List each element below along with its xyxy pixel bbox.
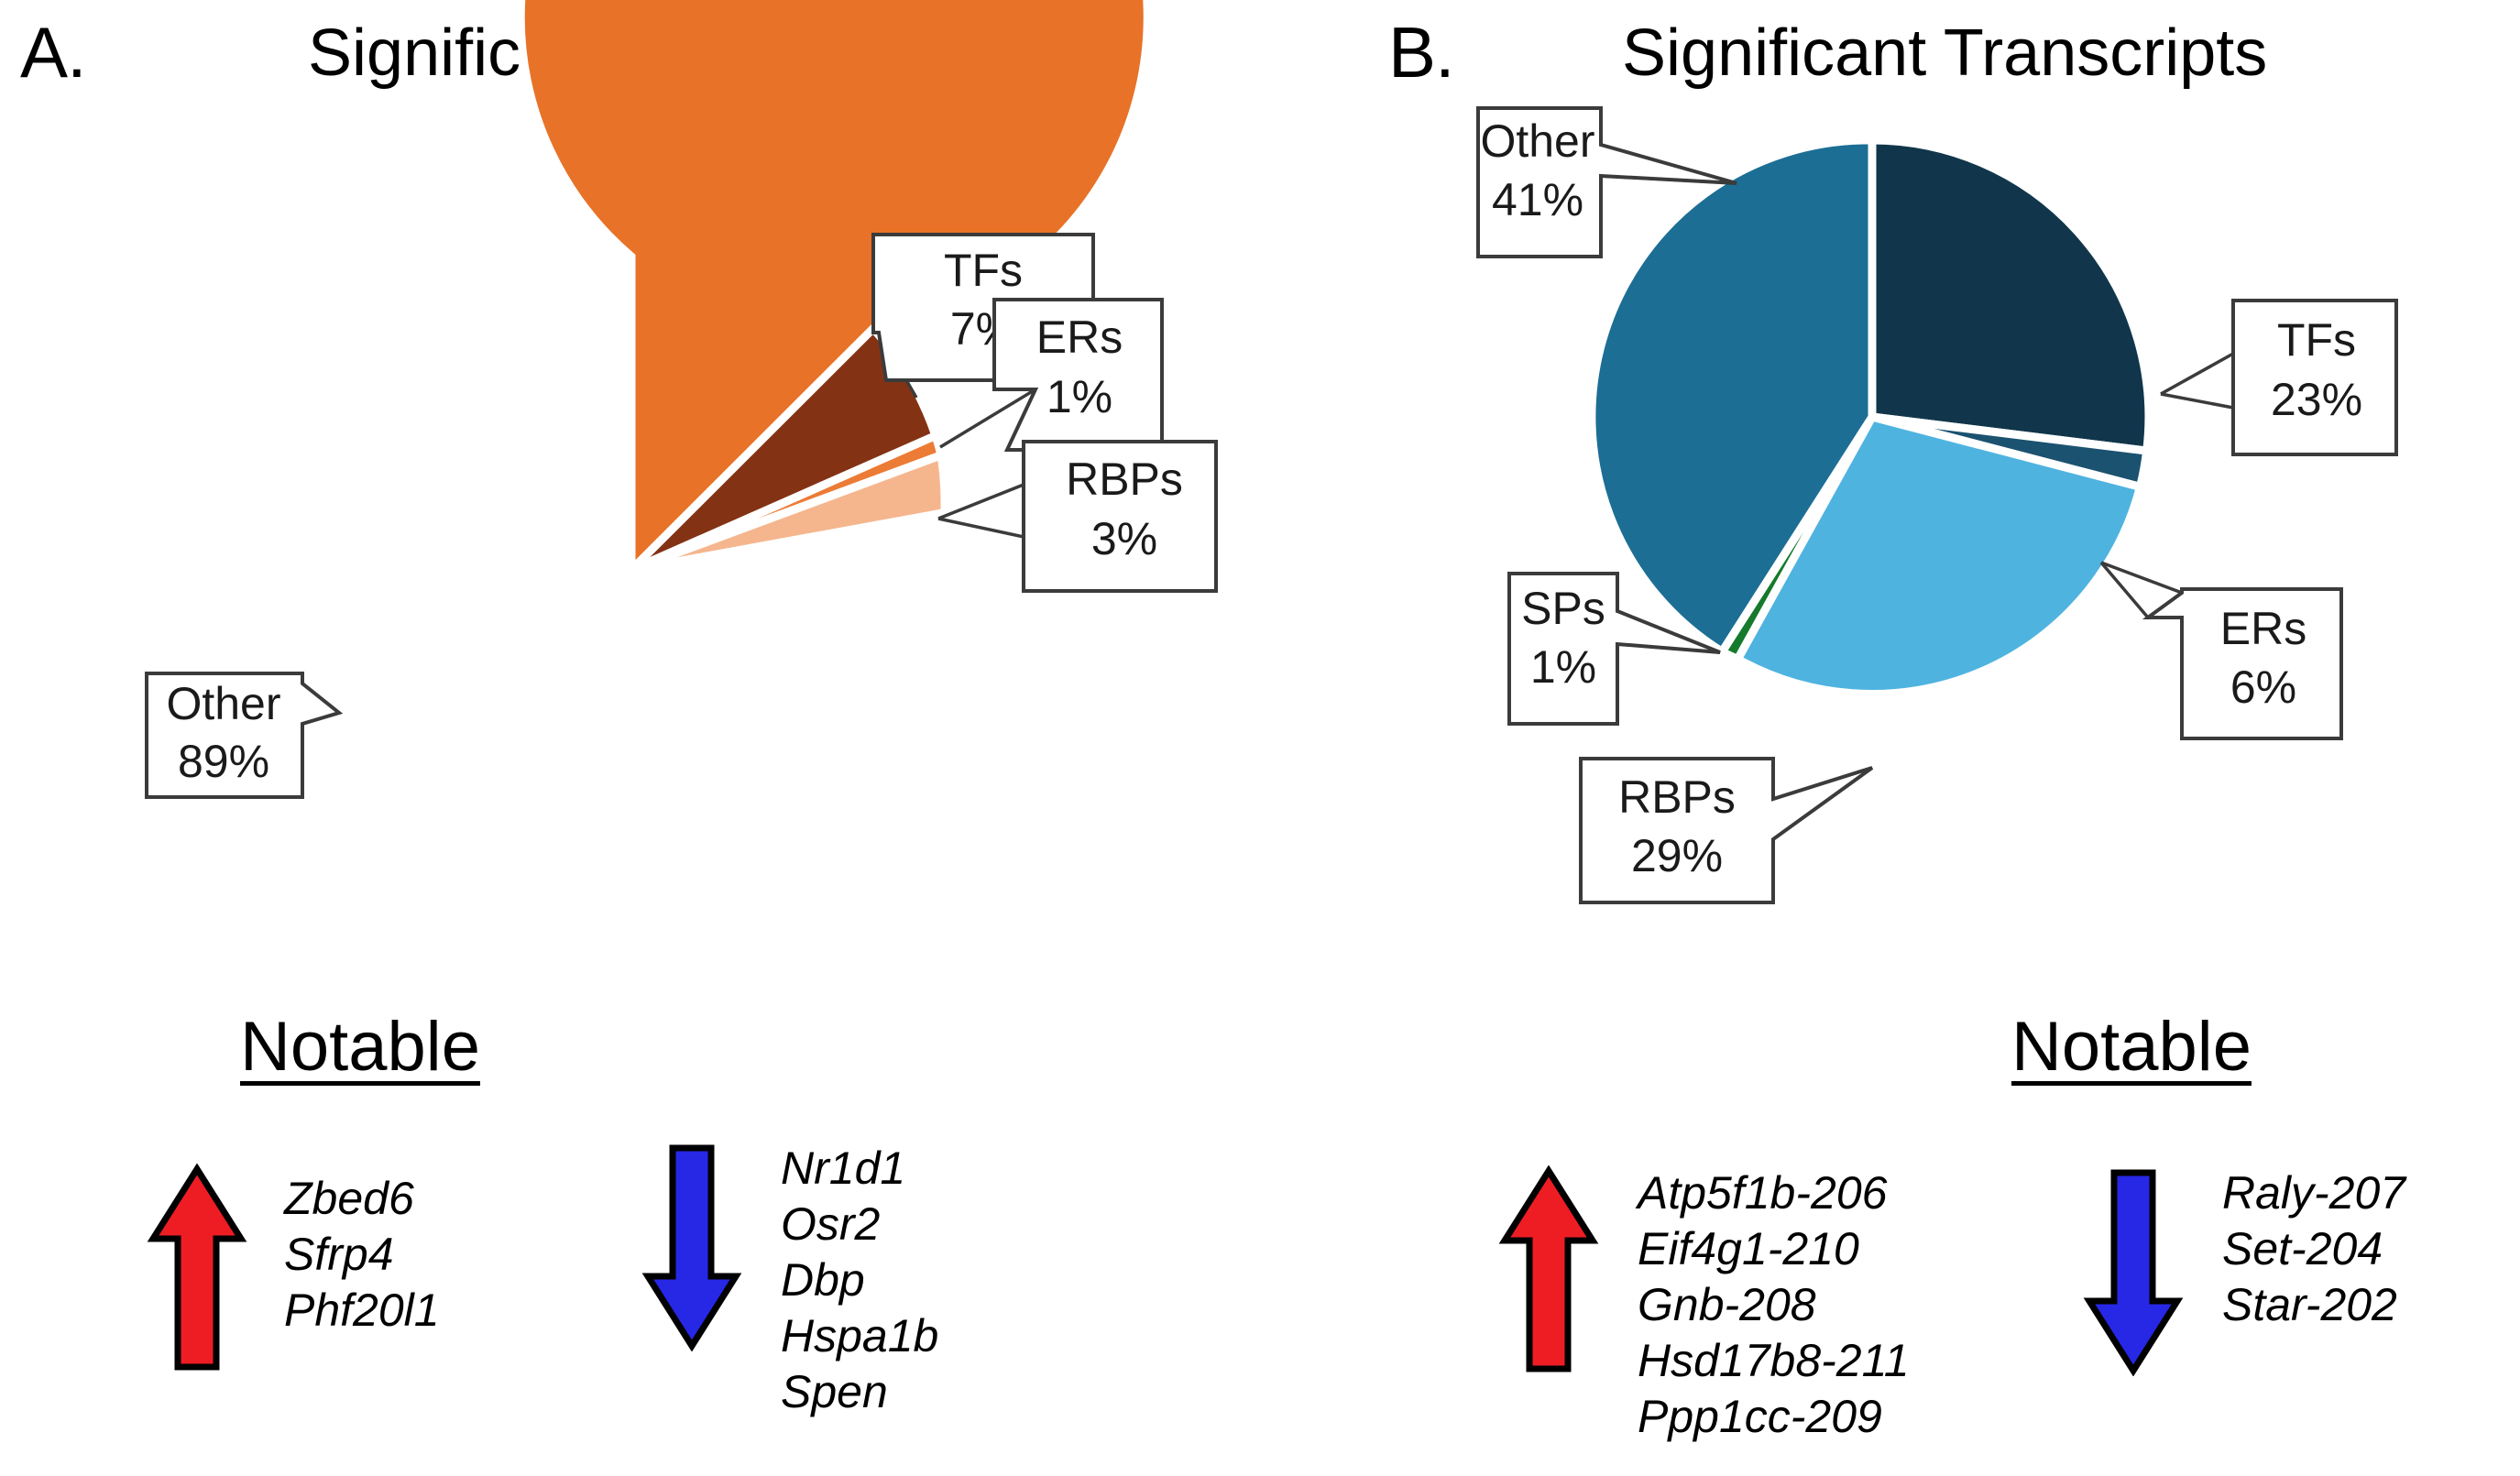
callout-ers-label: ERs — [2220, 603, 2306, 654]
callout-other-label: Other — [1480, 115, 1594, 167]
gene-item: Nr1d1 — [781, 1143, 906, 1194]
gene-item: Spen — [781, 1366, 888, 1417]
gene-item: Hspa1b — [781, 1310, 939, 1361]
gene-item: Ppp1cc-209 — [1638, 1391, 1882, 1442]
gene-item: Eif4g1-210 — [1638, 1223, 1859, 1274]
panel-title-transcripts: Significant Transcripts — [1622, 16, 2268, 90]
gene-item: Zbed6 — [284, 1173, 414, 1224]
gene-item: Sfrp4 — [284, 1229, 394, 1280]
upregulated-genes-group: Zbed6 Sfrp4 Phf20l1 — [147, 1163, 440, 1379]
up-arrow-genes-wrap — [147, 1163, 247, 1379]
gene-item: Osr2 — [781, 1198, 881, 1250]
callout-other-genes: Other 89% — [145, 672, 344, 799]
panel-letter-b: B. — [1388, 12, 1455, 93]
up-arrow-icon — [1498, 1164, 1599, 1372]
pie-chart-significant-transcripts: Other 41% TFs 23% ERs 6% SPs 1% — [1476, 106, 2398, 904]
callout-tfs-label: TFs — [2277, 314, 2356, 366]
panel-significant-genes: A. Significant Genes TFs 7% ERs 1% — [20, 0, 1218, 1420]
upregulated-transcript-list: Atp5f1b-206 Eif4g1-210 Gnb-208 Hsd17b8-2… — [1638, 1165, 1910, 1445]
callout-ers-value: 1% — [1046, 371, 1112, 422]
notable-heading-transcripts: Notable — [2011, 1008, 2252, 1086]
pie-chart-significant-genes: TFs 7% ERs 1% RBPs 3% Other 89% — [145, 0, 1218, 799]
up-arrow-transcripts-wrap — [1498, 1164, 1599, 1381]
pie-slice-other — [516, 0, 1152, 580]
callout-other-label: Other — [166, 678, 280, 729]
callout-rbps-genes: RBPs 3% — [937, 440, 1218, 593]
down-arrow-icon — [2083, 1169, 2184, 1377]
callout-sps-value: 1% — [1530, 641, 1596, 693]
callout-rbps-value: 3% — [1091, 513, 1157, 564]
gene-item: Phf20l1 — [284, 1285, 440, 1336]
panel-significant-transcripts: B. Significant Transcripts Other 41% — [1260, 0, 2520, 1476]
down-arrow-transcripts-wrap — [2083, 1165, 2184, 1381]
callout-tfs-transcripts: TFs 23% — [2160, 299, 2398, 456]
gene-item: Atp5f1b-206 — [1638, 1167, 1888, 1219]
gene-item: Gnb-208 — [1638, 1279, 1816, 1330]
callout-sps-transcripts: SPs 1% — [1507, 572, 1721, 726]
callout-other-value: 41% — [1492, 174, 1583, 225]
callout-other-value: 89% — [178, 736, 269, 787]
callout-tfs-label: TFs — [944, 245, 1023, 296]
gene-item: Star-202 — [2222, 1279, 2397, 1330]
callout-rbps-value: 29% — [1631, 830, 1723, 881]
callout-rbps-label: RBPs — [1066, 454, 1183, 505]
gene-item: Hsd17b8-211 — [1638, 1335, 1910, 1386]
gene-item: Raly-207 — [2222, 1167, 2406, 1219]
downregulated-gene-list: Nr1d1 Osr2 Dbp Hspa1b Spen — [781, 1141, 938, 1420]
downregulated-genes-group: Nr1d1 Osr2 Dbp Hspa1b Spen — [641, 1141, 938, 1420]
upregulated-transcripts-group: Atp5f1b-206 Eif4g1-210 Gnb-208 Hsd17b8-2… — [1498, 1164, 1910, 1445]
downregulated-transcript-list: Raly-207 Set-204 Star-202 — [2222, 1165, 2405, 1333]
upregulated-gene-list: Zbed6 Sfrp4 Phf20l1 — [284, 1164, 440, 1339]
pie-slice-rbps — [630, 449, 949, 574]
callout-ers-genes: ERs 1% — [939, 298, 1164, 452]
callout-tfs-value: 23% — [2271, 374, 2362, 425]
callout-ers-value: 6% — [2230, 661, 2296, 713]
pie-slices-transcripts — [1587, 136, 2153, 699]
panel-letter-a: A. — [20, 12, 87, 93]
gene-item: Set-204 — [2222, 1223, 2383, 1274]
notable-heading-genes: Notable — [240, 1008, 480, 1086]
down-arrow-genes-wrap — [641, 1141, 742, 1356]
callout-sps-label: SPs — [1521, 583, 1605, 634]
gene-item: Dbp — [781, 1254, 865, 1306]
pie-slice-tfs — [1868, 136, 2153, 456]
downregulated-transcripts-group: Raly-207 Set-204 Star-202 — [2083, 1165, 2405, 1381]
down-arrow-icon — [641, 1144, 742, 1352]
pie-slices-genes — [516, 0, 1152, 580]
up-arrow-icon — [147, 1163, 247, 1371]
callout-other-transcripts: Other 41% — [1476, 106, 1737, 258]
pie-slice-other — [1587, 136, 1877, 658]
callout-rbps-transcripts: RBPs 29% — [1579, 757, 1874, 904]
callout-ers-transcripts: ERs 6% — [2099, 561, 2343, 740]
callout-ers-label: ERs — [1036, 312, 1123, 363]
callout-rbps-label: RBPs — [1618, 771, 1736, 823]
